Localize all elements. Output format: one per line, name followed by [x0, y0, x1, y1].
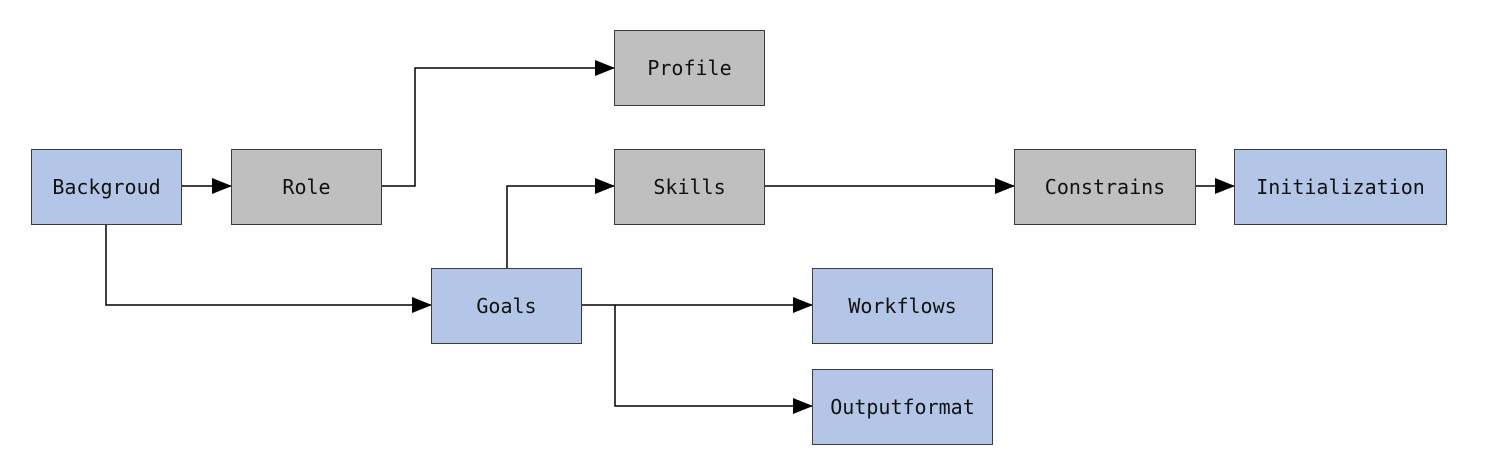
node-outputformat-label: Outputformat [830, 395, 975, 419]
node-skills-label: Skills [653, 175, 726, 199]
node-role-label: Role [282, 175, 331, 199]
node-backgroud: Backgroud [31, 149, 182, 225]
node-initialization-label: Initialization [1256, 175, 1425, 199]
node-backgroud-label: Backgroud [52, 175, 161, 199]
node-constrains: Constrains [1014, 149, 1196, 225]
node-role: Role [231, 149, 382, 225]
node-initialization: Initialization [1234, 149, 1447, 225]
node-profile-label: Profile [647, 56, 732, 80]
node-constrains-label: Constrains [1044, 175, 1166, 199]
node-skills: Skills [614, 149, 765, 225]
node-goals: Goals [431, 268, 582, 344]
node-goals-label: Goals [476, 294, 537, 318]
edge-backgroud-goals [105, 224, 432, 313]
edge-goals-outputformat [614, 305, 813, 414]
node-profile: Profile [614, 30, 765, 106]
node-workflows: Workflows [812, 268, 993, 344]
node-workflows-label: Workflows [848, 294, 957, 318]
edge-goals-skills [506, 178, 615, 268]
node-outputformat: Outputformat [812, 369, 993, 445]
edge-role-profile [382, 60, 615, 187]
